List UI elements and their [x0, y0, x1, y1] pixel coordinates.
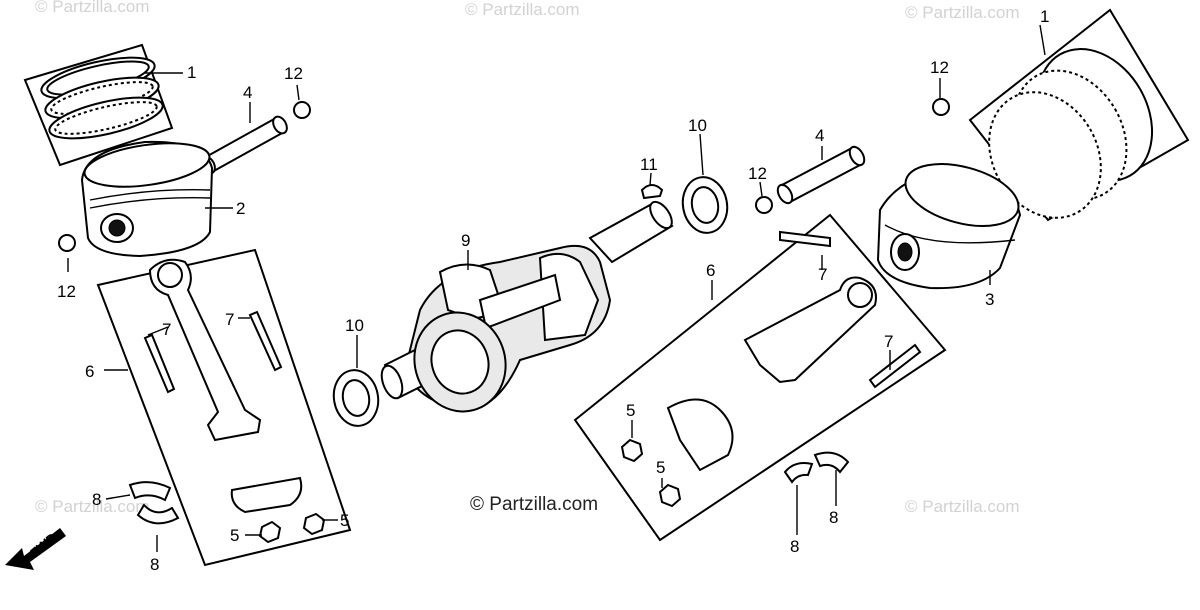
thrust-washer — [681, 176, 729, 234]
piston-right — [876, 163, 1022, 290]
callout-6: 6 — [706, 261, 715, 280]
callout-1: 1 — [187, 63, 196, 82]
callout-5: 5 — [340, 511, 349, 530]
callout-7: 7 — [225, 310, 234, 329]
callout-5: 5 — [626, 401, 635, 420]
callout-8: 8 — [829, 508, 838, 527]
callout-10: 10 — [688, 116, 707, 135]
callout-8: 8 — [790, 537, 799, 556]
callout-3: 3 — [985, 290, 994, 309]
callout-8: 8 — [92, 490, 101, 509]
callout-1: 1 — [1040, 7, 1049, 26]
watermark: © Partzilla.com — [465, 0, 580, 19]
callout-8: 8 — [150, 555, 159, 574]
callout-5: 5 — [230, 526, 239, 545]
piston-pin-right — [776, 145, 866, 205]
fwd-arrow-icon: FWD — [5, 528, 66, 570]
woodruff-key — [640, 184, 664, 200]
thrust-washer — [332, 369, 380, 427]
callout-12: 12 — [57, 282, 76, 301]
crank-pin-bearing — [136, 503, 180, 525]
callout-5: 5 — [656, 458, 665, 477]
piston-ring-set-right — [968, 8, 1190, 222]
piston-pin-clip — [293, 101, 311, 119]
leader-lines — [67, 24, 1046, 552]
crankshaft — [380, 200, 674, 413]
callout-9: 9 — [461, 231, 470, 250]
piston-left — [80, 140, 214, 258]
callout-12: 12 — [748, 164, 767, 183]
callout-4: 4 — [243, 83, 252, 102]
connecting-rod-assembly-left — [96, 248, 352, 567]
callout-7: 7 — [818, 265, 827, 284]
watermark: © Partzilla.com — [35, 497, 150, 516]
piston-pin-clip — [58, 234, 76, 252]
callout-2: 2 — [236, 199, 245, 218]
callout-6: 6 — [85, 362, 94, 381]
piston-pin-clip — [932, 98, 950, 116]
piston-ring-set-left — [23, 43, 174, 167]
callout-10: 10 — [345, 316, 364, 335]
callout-4: 4 — [815, 126, 824, 145]
callout-11: 11 — [640, 155, 658, 174]
callout-7: 7 — [162, 320, 171, 339]
credit-text: © Partzilla.com — [470, 494, 598, 515]
crank-pin-bearing — [813, 451, 850, 474]
callout-7: 7 — [884, 332, 893, 351]
piston-pin-clip — [755, 196, 773, 214]
watermark: © Partzilla.com — [905, 3, 1020, 22]
connecting-rod-assembly-right — [573, 213, 947, 542]
callout-12: 12 — [284, 64, 303, 83]
watermark: © Partzilla.com — [35, 0, 150, 16]
crank-pin-bearing — [783, 462, 814, 484]
callout-12: 12 — [930, 58, 949, 77]
crank-pin-bearing — [128, 481, 172, 502]
watermark: © Partzilla.com — [905, 497, 1020, 516]
